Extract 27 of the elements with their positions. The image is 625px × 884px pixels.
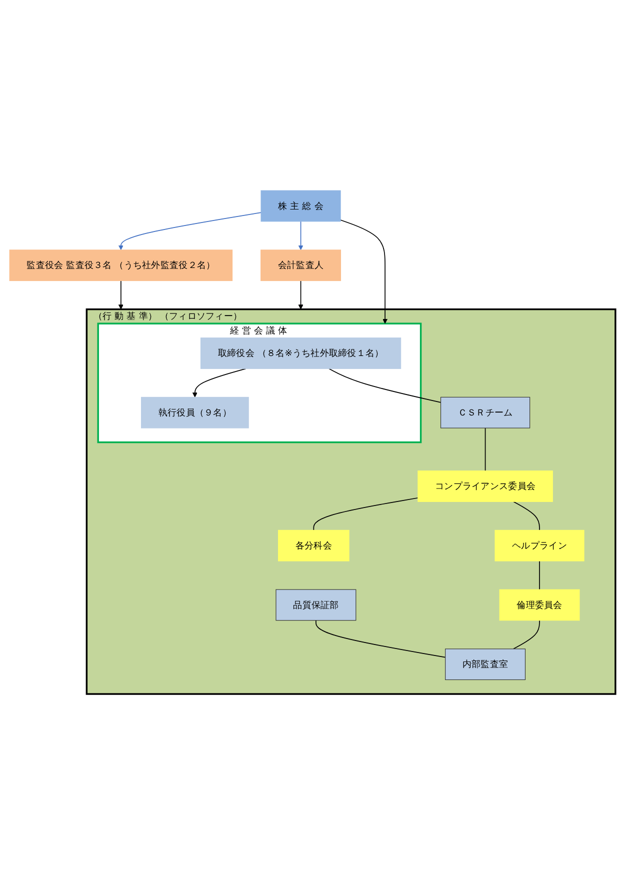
connector (316, 620, 446, 658)
node-box (440, 396, 530, 428)
node-box (494, 530, 584, 561)
node-box (260, 249, 342, 281)
cluster (86, 308, 616, 695)
node-box (418, 470, 553, 502)
connector (484, 427, 486, 471)
cluster (97, 322, 422, 443)
arrow (298, 220, 304, 250)
arrow (340, 219, 388, 324)
connector (328, 368, 442, 403)
arrow (192, 368, 246, 398)
node-box (200, 337, 402, 369)
node-box (278, 530, 350, 561)
arrow (118, 280, 124, 310)
arrow (118, 212, 262, 250)
node-box (260, 190, 341, 222)
connector (513, 620, 540, 650)
node-box (9, 249, 233, 281)
connector (539, 560, 540, 590)
connector (513, 500, 540, 530)
connector (313, 497, 418, 530)
node-box (140, 396, 249, 428)
node-box (499, 588, 580, 620)
node-box (276, 588, 356, 620)
node-box (445, 648, 526, 680)
arrow (298, 280, 304, 310)
